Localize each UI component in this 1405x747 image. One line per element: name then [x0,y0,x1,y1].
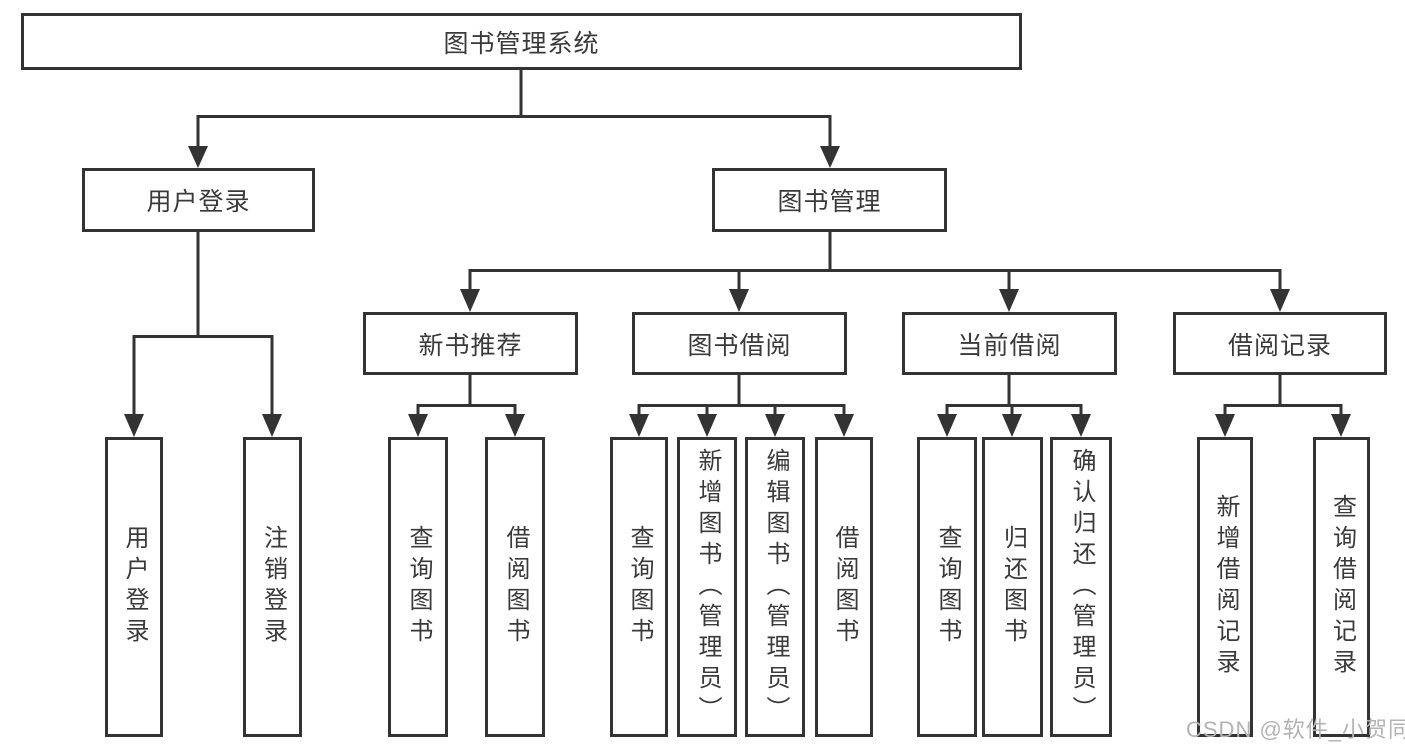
root-node-library-system: 图书管理系统 [21,13,1022,70]
leaf-user-login-label: 用户登录 [121,525,148,649]
leaf-recommend-borrow-book: 借阅图书 [485,437,545,737]
leaf-current-query-book-label: 查询图书 [934,525,961,649]
leaf-borrow-query-book-label: 查询图书 [626,525,653,649]
node-book-borrow-label: 图书借阅 [687,331,792,360]
node-book-borrow: 图书借阅 [632,312,847,375]
leaf-recommend-borrow-book-label: 借阅图书 [502,525,529,649]
leaf-return-book: 归还图书 [982,437,1043,737]
node-user-login-label: 用户登录 [146,188,251,216]
leaf-borrow-book-label: 借阅图书 [831,525,858,649]
node-current-borrow: 当前借阅 [902,312,1117,375]
csdn-watermark: CSDN @软件_小贺同学 [1186,717,1405,742]
node-book-management-label: 图书管理 [777,188,882,216]
node-user-login: 用户登录 [82,168,315,232]
node-new-book-recommend-label: 新书推荐 [418,331,523,360]
leaf-query-borrow-record-label: 查询借阅记录 [1328,494,1356,680]
leaf-add-book-admin-label: 新增图书（管理员） [694,447,721,727]
leaf-add-borrow-record-label: 新增借阅记录 [1212,494,1239,680]
node-book-management: 图书管理 [712,168,947,232]
node-borrow-record-label: 借阅记录 [1227,331,1332,360]
leaf-add-borrow-record: 新增借阅记录 [1197,437,1253,737]
leaf-current-query-book: 查询图书 [917,437,977,737]
leaf-recommend-query-book: 查询图书 [388,437,448,737]
leaf-edit-book-admin-label: 编辑图书（管理员） [762,447,789,727]
leaf-recommend-query-book-label: 查询图书 [405,525,432,649]
leaf-user-login: 用户登录 [105,437,163,737]
leaf-confirm-return-admin: 确认归还（管理员） [1050,437,1112,737]
leaf-logout: 注销登录 [243,437,302,737]
node-borrow-record: 借阅记录 [1173,312,1387,375]
leaf-logout-label: 注销登录 [259,525,287,649]
root-node-label: 图书管理系统 [443,29,600,58]
leaf-borrow-query-book: 查询图书 [610,437,668,737]
leaf-add-book-admin: 新增图书（管理员） [677,437,737,737]
leaf-confirm-return-admin-label: 确认归还（管理员） [1068,447,1095,727]
leaf-edit-book-admin: 编辑图书（管理员） [745,437,805,737]
leaf-return-book-label: 归还图书 [999,525,1027,649]
node-current-borrow-label: 当前借阅 [957,331,1062,360]
leaf-borrow-book: 借阅图书 [815,437,873,737]
node-new-book-recommend: 新书推荐 [363,312,578,375]
leaf-query-borrow-record: 查询借阅记录 [1313,437,1370,737]
